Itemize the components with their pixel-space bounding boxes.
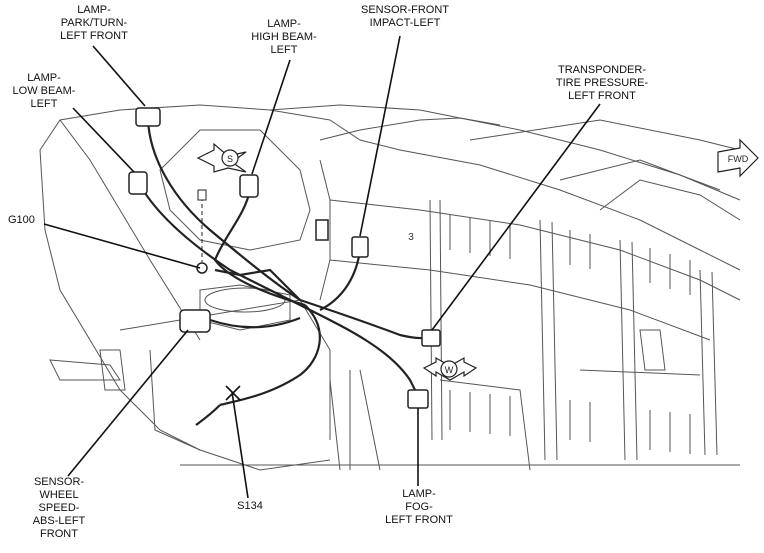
clip-connector xyxy=(315,219,329,241)
lamp-park-turn-connector xyxy=(135,107,161,127)
fwd-arrow-label: FWD xyxy=(728,154,749,164)
lamp-fog-connector xyxy=(407,389,429,409)
w-arrow-label: W xyxy=(445,365,454,375)
vehicle-structure xyxy=(39,104,741,471)
sensor-impact-connector xyxy=(351,236,369,258)
label-lamp-high-beam-left: LAMP- HIGH BEAM- LEFT xyxy=(251,18,317,56)
label-sensor-wheel-speed-abs-left-front: SENSOR- WHEEL SPEED- ABS-LEFT FRONT xyxy=(32,476,86,540)
label-lamp-fog-left-front: LAMP- FOG- LEFT FRONT xyxy=(385,488,453,526)
leader-lamp-low-beam xyxy=(72,107,135,173)
label-lamp-park-turn-left-front: LAMP- PARK/TURN- LEFT FRONT xyxy=(60,4,128,42)
leader-wheel-speed xyxy=(67,329,189,477)
leader-lamp-high-beam xyxy=(251,59,291,175)
wheel-speed-sensor-connector xyxy=(179,309,211,333)
label-g100: G100 xyxy=(8,214,35,226)
label-sensor-front-impact-left: SENSOR-FRONT IMPACT-LEFT xyxy=(361,4,449,29)
grille-slats xyxy=(449,215,691,454)
fwd-arrow-icon: FWD xyxy=(717,138,759,178)
lamp-high-beam-connector xyxy=(239,174,259,198)
g100-ground-point xyxy=(196,262,208,274)
panel-number: 3 xyxy=(408,232,414,243)
wiring-harness xyxy=(139,119,433,426)
leader-sensor-impact xyxy=(359,35,401,237)
w-arrow-icon: W xyxy=(422,356,478,381)
label-transponder-tire-pressure-left-front: TRANSPONDER- TIRE PRESSURE- LEFT FRONT xyxy=(555,64,649,102)
ground-bolt-icon xyxy=(197,189,207,201)
leader-lamp-park-turn xyxy=(92,45,146,107)
s-arrow-icon: S xyxy=(196,142,247,173)
label-lamp-low-beam-left: LAMP- LOW BEAM- LEFT xyxy=(12,72,76,110)
lamp-low-beam-connector xyxy=(128,171,148,195)
label-s134: S134 xyxy=(237,500,263,512)
splice-mark-s134-cross xyxy=(225,385,241,401)
s-arrow-label: S xyxy=(227,154,233,164)
transponder-connector xyxy=(421,329,441,347)
leader-transponder xyxy=(431,103,601,331)
leader-g100 xyxy=(43,223,201,269)
leader-s134 xyxy=(231,391,249,499)
